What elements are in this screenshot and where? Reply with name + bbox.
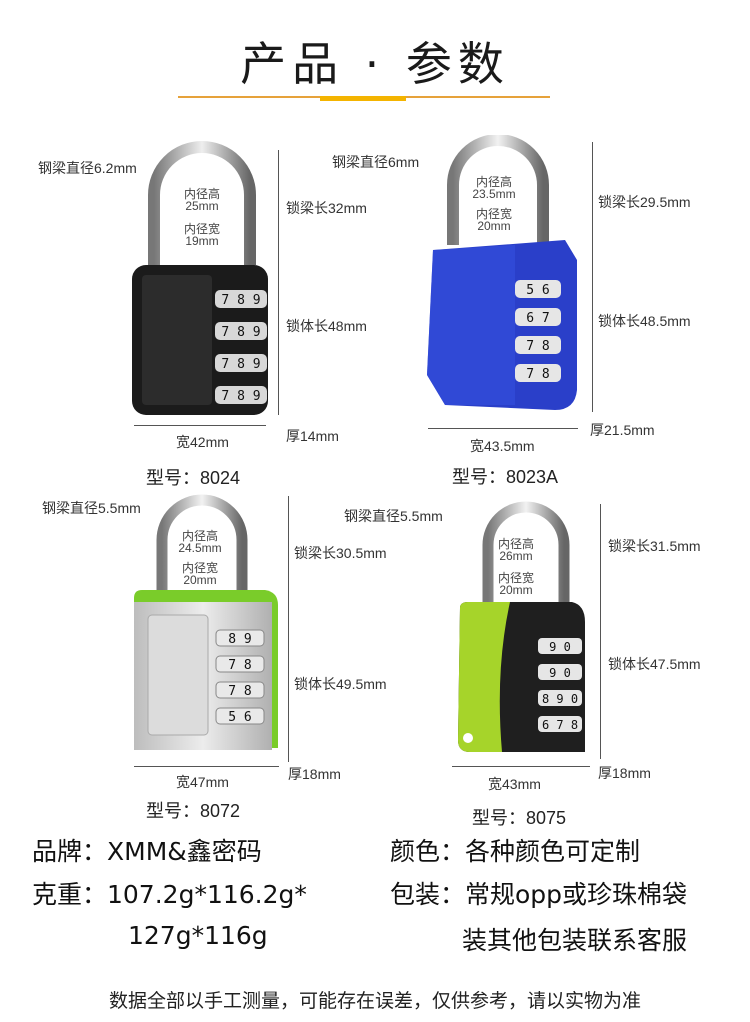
color-spec: 颜色：各种颜色可定制 (390, 837, 641, 866)
dimension-line (592, 142, 593, 412)
width-label: 宽43mm (488, 776, 541, 792)
dimension-line (134, 766, 279, 767)
dial-text: 7 8 (228, 658, 251, 673)
dimension-line (288, 496, 289, 762)
padlock-8075-image: 9 0 9 0 8 9 0 6 7 8 (458, 501, 585, 752)
inner-width-label: 内径宽 (183, 222, 220, 236)
width-label: 宽42mm (176, 434, 229, 450)
width-label: 宽47mm (176, 774, 229, 790)
width-label: 宽43.5mm (470, 438, 535, 454)
shackle-diameter-label: 钢梁直径6mm (332, 154, 420, 170)
shackle-diameter-label: 钢梁直径6.2mm (38, 160, 137, 176)
inner-width-value: 20mm (183, 573, 217, 587)
body-length-label: 锁体长48mm (286, 318, 367, 334)
dimension-line (600, 504, 601, 759)
dial-text: 8 9 (228, 632, 251, 647)
model-label: 型号：8024 (146, 468, 241, 488)
shackle-diameter-label: 钢梁直径5.5mm (344, 508, 443, 524)
dial-text: 8 9 0 (542, 692, 578, 706)
dial-text: 9 0 (549, 666, 571, 680)
shackle-length-label: 锁梁长30.5mm (294, 545, 387, 561)
body-length-label: 锁体长49.5mm (294, 676, 387, 692)
model-label: 型号：8075 (472, 808, 567, 828)
inner-width-value: 20mm (477, 219, 511, 233)
thickness-label: 厚21.5mm (590, 422, 655, 438)
dial-text: 6 7 8 (542, 718, 578, 732)
inner-width-value: 19mm (185, 234, 219, 248)
disclaimer-text: 数据全部以手工测量，可能存在误差，仅供参考，请以实物为准 (108, 990, 641, 1012)
thickness-label: 厚14mm (286, 428, 339, 444)
model-label: 型号：8072 (146, 801, 241, 821)
dimension-line (428, 428, 578, 429)
dial-text: 5 6 (228, 710, 251, 725)
weight-spec-continued: 127g*116g (128, 921, 268, 950)
dimension-line (278, 150, 279, 415)
shackle-length-label: 锁梁长32mm (286, 200, 367, 216)
dial-text: 7 8 9 (221, 357, 260, 372)
packaging-spec: 包装：常规opp或珍珠棉袋 (390, 880, 688, 909)
inner-height-value: 25mm (185, 199, 219, 213)
dial-text: 7 8 9 (221, 293, 260, 308)
inner-width-value: 20mm (499, 583, 533, 597)
inner-height-value: 24.5mm (178, 541, 222, 555)
body-length-label: 锁体长47.5mm (608, 656, 701, 672)
dial-text: 7 8 (526, 367, 549, 382)
thickness-label: 厚18mm (598, 765, 651, 781)
model-label: 型号：8023A (452, 467, 559, 487)
dial-text: 7 8 9 (221, 389, 260, 404)
inner-height-label: 内径高 (475, 175, 512, 189)
inner-height-value: 26mm (499, 549, 533, 563)
inner-height-label: 内径高 (181, 529, 218, 543)
dimension-line (134, 425, 266, 426)
dial-text: 5 6 (526, 283, 549, 298)
dial-text: 7 8 (526, 339, 549, 354)
padlock-8024-image: 7 8 9 7 8 9 7 8 9 7 8 9 (132, 141, 268, 415)
packaging-spec-continued: 装其他包装联系客服 (462, 926, 688, 955)
padlock-8072-image: 8 9 7 8 7 8 5 6 (134, 494, 278, 750)
brand-spec: 品牌：XMM&鑫密码 (32, 837, 262, 866)
shackle-diameter-label: 钢梁直径5.5mm (42, 500, 141, 516)
title-accent-bar (320, 96, 406, 101)
dimension-line (452, 766, 590, 767)
dial-text: 7 8 (228, 684, 251, 699)
inner-width-label: 内径宽 (497, 571, 534, 585)
inner-height-value: 23.5mm (472, 187, 516, 201)
inner-height-label: 内径高 (497, 537, 534, 551)
shackle-length-label: 锁梁长29.5mm (598, 194, 691, 210)
page-title: 产品 · 参数 (240, 37, 510, 91)
dial-text: 9 0 (549, 640, 571, 654)
body-length-label: 锁体长48.5mm (598, 313, 691, 329)
inner-width-label: 内径宽 (181, 561, 218, 575)
dial-text: 6 7 (526, 311, 549, 326)
padlock-8023a-image: 5 6 6 7 7 8 7 8 (427, 135, 577, 410)
weight-spec: 克重：107.2g*116.2g* (32, 880, 307, 909)
thickness-label: 厚18mm (288, 766, 341, 782)
inner-width-label: 内径宽 (475, 207, 512, 221)
inner-height-label: 内径高 (183, 187, 220, 201)
shackle-length-label: 锁梁长31.5mm (608, 538, 701, 554)
dial-text: 7 8 9 (221, 325, 260, 340)
